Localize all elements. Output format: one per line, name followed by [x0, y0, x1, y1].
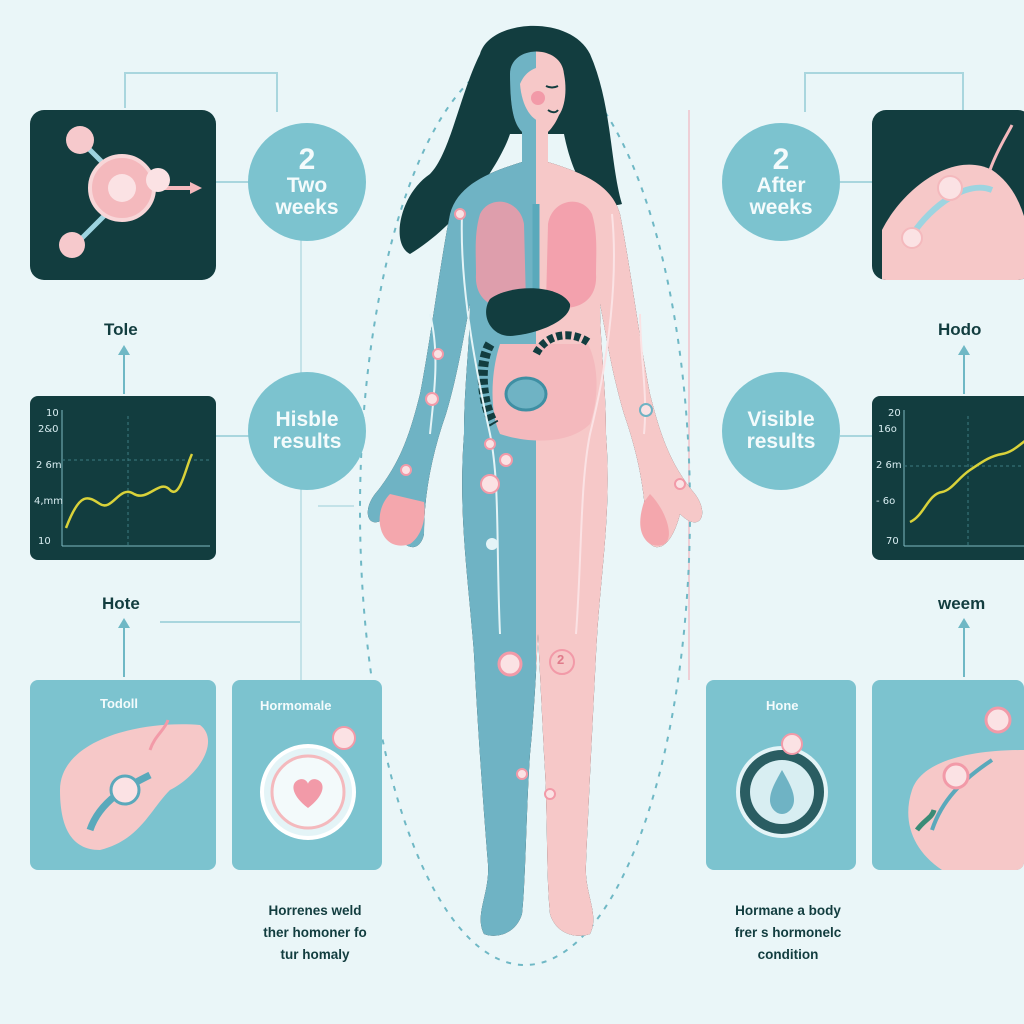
panel-title: Hone: [766, 698, 799, 713]
line-chart-icon: [61, 410, 210, 547]
chart-tick: 20: [888, 408, 901, 419]
chart-panel-right: 20 16o 2 6m - 6o 70: [872, 396, 1024, 560]
caption-line: condition: [757, 947, 819, 962]
bubble-line1: Visible: [747, 408, 815, 431]
organ-icon: [60, 719, 209, 850]
arrow-shaft-left-upper: [123, 354, 125, 394]
panel-title: Hormomale: [260, 698, 332, 713]
bubble-line1: Two: [286, 174, 328, 197]
arrow-up-right-upper: [958, 345, 970, 355]
panel-organ-left: Todoll: [30, 680, 216, 870]
heart-icon: [260, 726, 356, 840]
caption-line: frer s hormonelc: [734, 925, 842, 940]
caption-line: Horrenes weld: [268, 903, 362, 918]
panel-title: Todoll: [100, 696, 139, 711]
chart-tick: 2 6m: [876, 460, 902, 471]
connector-left-bubble1: [214, 181, 250, 183]
panel-hone: Hone: [706, 680, 856, 870]
label-left-upper: Tole: [104, 320, 138, 339]
bubble-line2: results: [746, 430, 816, 453]
chart-tick: - 6o: [876, 496, 896, 507]
bubble-line1: Hisble: [275, 408, 339, 431]
connector-top-right-h: [804, 72, 964, 74]
arrow-up-left-lower: [118, 618, 130, 628]
bubble-line2: weeks: [749, 196, 813, 219]
chart-tick: 10: [46, 408, 59, 419]
bubble-number: 2: [772, 143, 790, 176]
connector-left-bubble2: [214, 435, 250, 437]
label-right-upper: Hodo: [938, 320, 982, 339]
connector-right-bubble2: [840, 435, 872, 437]
arrow-up-left-upper: [118, 345, 130, 355]
line-chart-icon: [903, 410, 1024, 547]
molecule-icon: [59, 126, 202, 258]
bubble-number: 2: [298, 143, 316, 176]
panel-organ-right-bottom: [872, 680, 1024, 870]
connector-top-right-v2: [962, 72, 964, 110]
arrow-shaft-right-upper: [963, 354, 965, 394]
chart-tick: 2 6m: [36, 460, 62, 471]
arrow-up-right-lower: [958, 618, 970, 628]
connector-right-dash-v: [688, 110, 690, 680]
panel-organ-right: [872, 110, 1024, 280]
organ-icon: [882, 124, 1024, 280]
chart-tick: 70: [886, 536, 899, 547]
connector-left-mid-h: [160, 621, 300, 623]
connector-left-dash-h: [318, 505, 354, 507]
connector-top-left-h: [124, 72, 276, 74]
connector-right-bubble1: [840, 181, 872, 183]
bubble-line2: weeks: [275, 196, 339, 219]
chart-panel-left: 10 2&0 2 6m 4,mm 10: [30, 396, 216, 560]
caption-left: Horrenes weld ther homoner fo tur homaly: [220, 900, 410, 966]
arrow-shaft-right-lower: [963, 627, 965, 677]
panel-hormonale: Hormomale: [232, 680, 382, 870]
organ-icon: [908, 706, 1024, 870]
label-right-lower: weem: [938, 594, 986, 613]
chart-tick: 10: [38, 536, 51, 547]
bubble-line2: results: [272, 430, 342, 453]
connector-top-left-v: [124, 72, 126, 108]
figure-marker: 2: [557, 652, 565, 667]
bubble-line1: After: [756, 174, 806, 197]
caption-right: Hormane a body frer s hormonelc conditio…: [688, 900, 888, 966]
human-figure: [367, 25, 703, 936]
caption-line: ther homoner fo: [263, 925, 367, 940]
caption-line: tur homaly: [280, 947, 350, 962]
connector-top-right-v: [804, 72, 806, 112]
drop-icon: [736, 733, 828, 838]
caption-line: Hormane a body: [735, 903, 841, 918]
chart-tick: 4,mm: [34, 496, 64, 507]
chart-tick: 16o: [878, 424, 897, 435]
connector-top-left-v2: [276, 72, 278, 112]
chart-tick: 2&0: [38, 424, 59, 435]
label-left-lower: Hote: [102, 594, 140, 613]
arrow-shaft-left-lower: [123, 627, 125, 677]
panel-molecule-left: [30, 110, 216, 280]
